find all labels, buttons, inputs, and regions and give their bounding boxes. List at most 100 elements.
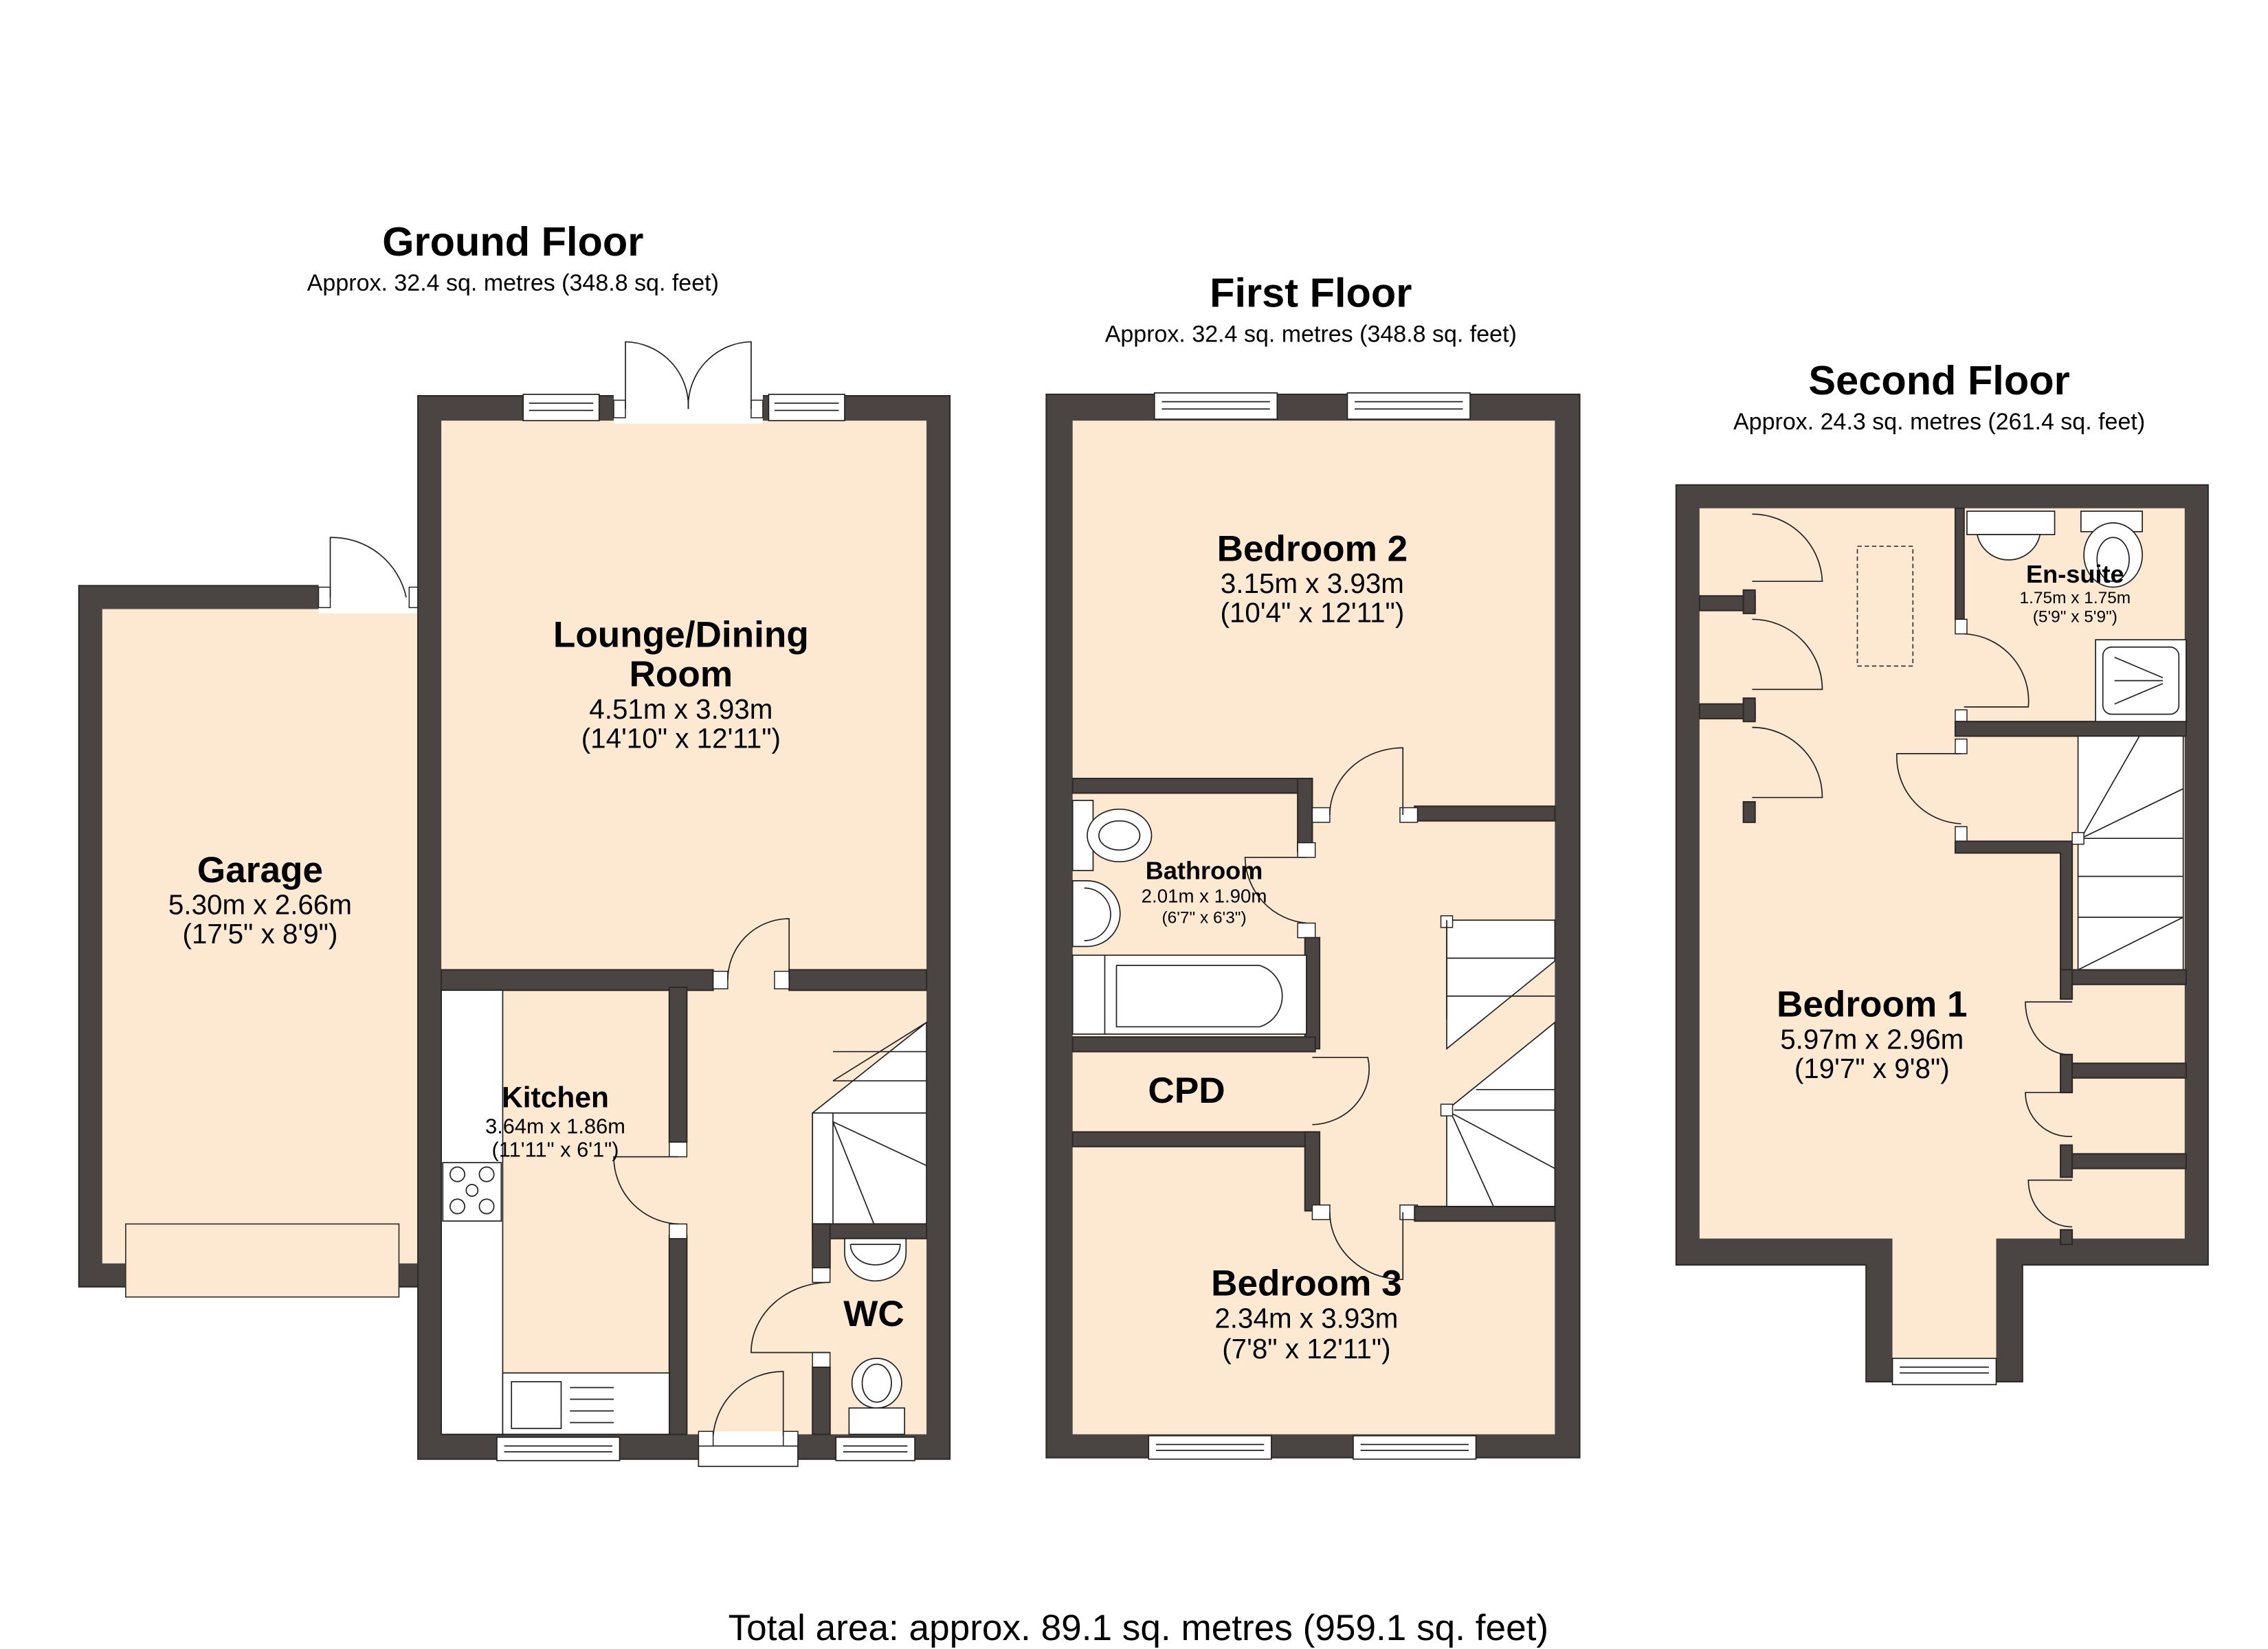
ensuite-door-swing[interactable] (1964, 633, 2030, 708)
lounge-metric: 4.51m x 3.93m (589, 693, 772, 725)
door-jamb (1311, 807, 1331, 823)
kitchen-label: Kitchen (502, 1081, 609, 1114)
garage-floor (102, 609, 433, 1264)
wardrobe-door-swing[interactable] (2025, 1092, 2073, 1137)
wall (2060, 1062, 2187, 1079)
second-floor: Second Floor Approx. 24.3 sq. metres (26… (1675, 357, 2209, 1386)
lounge-label-line1: Lounge/Dining (553, 615, 809, 655)
first-staircase-down (1440, 1021, 1556, 1207)
window (835, 1436, 915, 1461)
bathroom-metric: 2.01m x 1.90m (1142, 886, 1267, 907)
garage-imperial: (17'5" x 8'9") (183, 918, 338, 950)
bathroom-basin-icon (1071, 879, 1121, 947)
window (1148, 1435, 1272, 1460)
kitchen-imperial: (11'11" x 6'1") (492, 1138, 619, 1162)
first-floor: First Floor Approx. 32.4 sq. metres (348… (1045, 269, 1581, 1460)
wall (1304, 1131, 1321, 1212)
wall (1742, 589, 1756, 614)
total-area: Total area: approx. 89.1 sq. metres (959… (729, 1608, 1549, 1648)
first-staircase-up (1440, 915, 1556, 1051)
door-jamb (1955, 826, 1968, 842)
second-floor-area: Approx. 24.3 sq. metres (261.4 sq. feet) (1733, 409, 2145, 435)
french-doors[interactable] (613, 341, 764, 424)
bathroom-toilet-icon (1071, 800, 1153, 871)
wardrobe-door-swing[interactable] (2025, 1001, 2073, 1055)
door-jamb (669, 1141, 688, 1158)
garage-label: Garage (197, 850, 323, 890)
wall (2060, 969, 2187, 985)
window (1891, 1358, 1997, 1386)
door-jamb (812, 1267, 831, 1283)
ensuite-toilet-icon (2080, 511, 2143, 588)
wall (1071, 1036, 1316, 1053)
kitchen-metric: 3.64m x 1.86m (485, 1114, 625, 1138)
bedroom3-label: Bedroom 3 (1211, 1264, 1402, 1304)
garage: Garage 5.30m x 2.66m (17'5" x 8'9") (78, 537, 436, 1298)
wall (668, 986, 688, 1143)
hob-icon (442, 1162, 502, 1222)
wall (1304, 936, 1321, 1050)
wall (1742, 697, 1756, 723)
bedroom2-label: Bedroom 2 (1217, 528, 1408, 569)
bedroom3-metric: 2.34m x 3.93m (1214, 1302, 1398, 1334)
front-door-step (698, 1445, 799, 1468)
ensuite-metric: 1.75m x 1.75m (2019, 589, 2131, 607)
wc-toilet-icon (848, 1358, 906, 1435)
wardrobe-door-swing[interactable] (1752, 618, 1823, 691)
wardrobe-door-swing[interactable] (1752, 726, 1823, 798)
door-jamb (774, 970, 790, 989)
bedroom1-metric: 5.97m x 2.96m (1780, 1023, 1964, 1055)
front-door-swing[interactable] (712, 1371, 784, 1436)
door-jamb (1311, 1204, 1331, 1220)
door-jamb (712, 970, 729, 989)
ensuite-basin-icon (1966, 511, 2056, 561)
door-jamb (812, 1351, 831, 1368)
wall (2060, 1144, 2074, 1178)
window (1353, 1435, 1477, 1460)
second-staircase (2071, 735, 2184, 971)
wall (1954, 721, 2187, 737)
bedroom3-door-swing[interactable] (1329, 1212, 1404, 1281)
wardrobe-door-swing[interactable] (1752, 513, 1823, 582)
bathroom-door-swing[interactable] (1244, 856, 1307, 924)
kitchen-door-swing[interactable] (613, 1156, 678, 1225)
bedroom1-imperial: (19'7" x 9'8") (1794, 1053, 1950, 1084)
window (522, 394, 600, 422)
wc-door-swing[interactable] (751, 1281, 830, 1354)
door-jamb (1955, 738, 1968, 754)
bedroom2-imperial: (10'4" x 12'11") (1221, 597, 1405, 629)
bedroom3-imperial: (7'8" x 12'11") (1222, 1333, 1390, 1365)
window (768, 394, 845, 422)
wardrobe-door-swing[interactable] (2027, 1179, 2073, 1228)
garage-side-door-gap (318, 581, 421, 614)
bedroom2-door-swing[interactable] (1329, 747, 1404, 816)
ground-floor-area: Approx. 32.4 sq. metres (348.8 sq. feet) (307, 270, 719, 296)
wc-basin-icon (844, 1237, 907, 1282)
lounge-door-swing[interactable] (727, 918, 790, 980)
wall (1071, 777, 1313, 794)
window (1346, 392, 1471, 420)
wc-label: WC (843, 1294, 904, 1334)
ensuite-label: En-suite (2026, 560, 2124, 588)
wall (812, 1366, 831, 1435)
bathroom-label: Bathroom (1146, 857, 1263, 885)
bedroom1-label: Bedroom 1 (1777, 985, 1968, 1025)
door-jamb (698, 1431, 714, 1447)
wall (441, 969, 714, 991)
garage-metric: 5.30m x 2.66m (168, 889, 352, 921)
sink-icon (511, 1381, 614, 1429)
cpd-door-swing[interactable] (1312, 1057, 1370, 1125)
door-jamb (318, 586, 331, 609)
door-jamb (1399, 807, 1419, 823)
wall (2060, 1229, 2074, 1246)
wall (2060, 1053, 2074, 1094)
wall (1954, 507, 1965, 620)
bedroom2-metric: 3.15m x 3.93m (1221, 568, 1404, 599)
stair-door-swing[interactable] (1896, 753, 1961, 824)
ground-floor-title: Ground Floor (382, 218, 643, 265)
garage-door[interactable] (125, 1223, 400, 1298)
ground-floor: Ground Floor Approx. 32.4 sq. metres (34… (78, 218, 951, 1468)
garage-side-door-swing[interactable] (329, 537, 407, 598)
door-jamb (669, 1223, 688, 1239)
